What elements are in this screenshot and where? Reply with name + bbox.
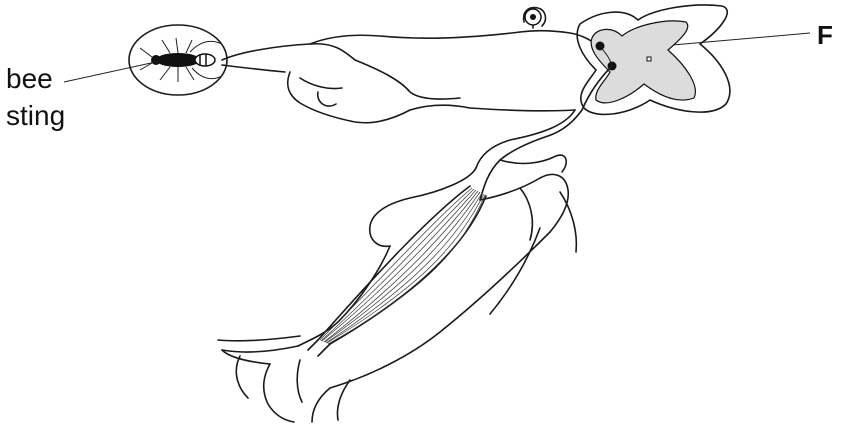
- bee-sting-pointer: [64, 61, 160, 82]
- f-label: F: [817, 20, 833, 50]
- bee-icon: [140, 38, 222, 82]
- grey-matter: [591, 21, 695, 103]
- forearm: [218, 336, 350, 422]
- ganglion-nucleus: [530, 14, 536, 20]
- bee-label: bee: [6, 62, 53, 96]
- biceps-muscle: [308, 186, 486, 356]
- sting-label: sting: [6, 99, 65, 133]
- sensory-neuron: [470, 8, 596, 111]
- spinal-cord: [577, 5, 730, 114]
- motor-neuron: [476, 66, 612, 200]
- central-canal: [647, 57, 651, 61]
- upper-arm: [298, 155, 576, 388]
- bee-inset: [129, 25, 227, 95]
